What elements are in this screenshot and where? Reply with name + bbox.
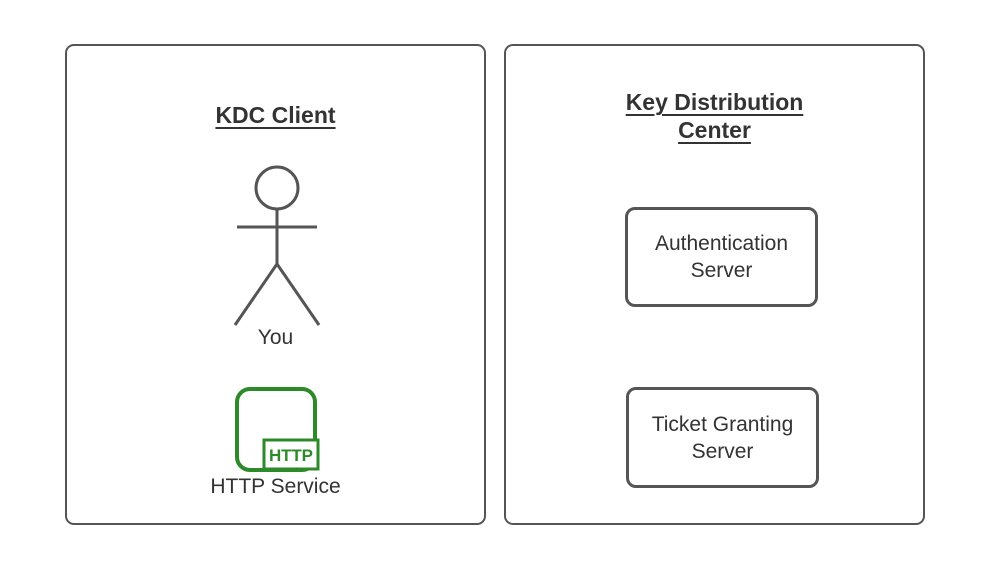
authentication-server-label: Authentication Server	[654, 232, 789, 282]
stick-figure-head	[254, 165, 300, 211]
ticket-granting-server-label: Ticket Granting Server	[651, 412, 794, 463]
key-distribution-center-title: Key Distribution Center	[625, 89, 804, 143]
stick-figure-left-leg	[233, 263, 279, 326]
authentication-server-node: Authentication Server	[625, 207, 818, 307]
http-badge-box	[262, 438, 320, 471]
stick-figure-right-leg	[275, 263, 321, 326]
stick-figure-icon	[233, 165, 321, 326]
http-service-label: HTTP Service	[210, 475, 341, 498]
actor-label: You	[257, 326, 294, 349]
kdc-client-title: KDC Client	[215, 102, 336, 128]
kdc-client-panel: KDC Client You HTTP HTTP Service	[65, 44, 486, 525]
key-distribution-center-panel: Key Distribution Center Authentication S…	[504, 44, 925, 525]
http-service-icon: HTTP	[235, 387, 320, 472]
ticket-granting-server-node: Ticket Granting Server	[626, 387, 819, 488]
http-badge-label: HTTP	[269, 446, 313, 465]
